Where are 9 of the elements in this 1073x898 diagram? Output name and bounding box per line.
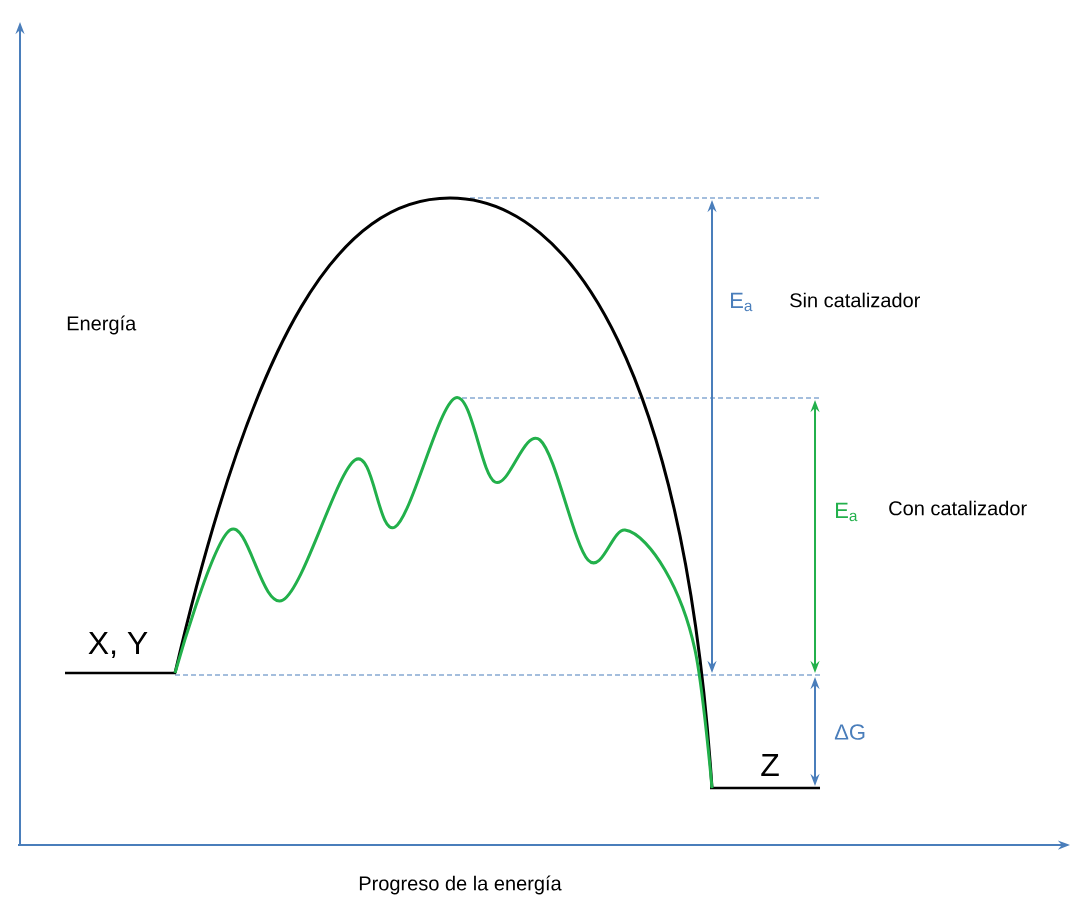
curve-label: Con catalizador (889, 500, 1027, 516)
energy-symbol: E$_{a}$ (731, 292, 753, 312)
energy-symbol: ΔG (834, 724, 865, 740)
product-label: Z (761, 754, 779, 776)
curve-label: Sin catalizador (790, 292, 920, 308)
energy-symbol: E$_{a}$ (836, 502, 858, 522)
axis-title: Progreso de la energía (359, 875, 562, 895)
reactant-label: X, Y (88, 631, 148, 659)
axis-title: Energía (67, 315, 137, 335)
